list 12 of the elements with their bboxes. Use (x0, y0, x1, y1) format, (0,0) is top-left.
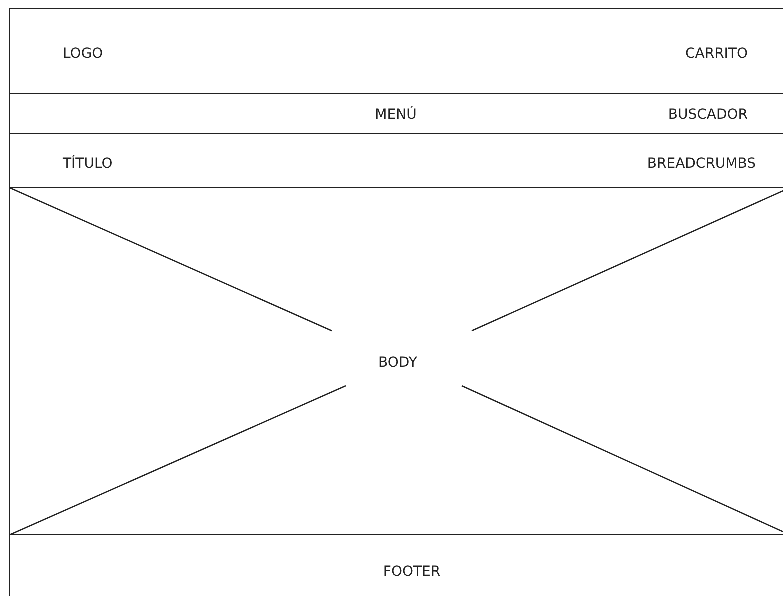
menu-label: MENÚ (375, 107, 417, 123)
body-label: BODY (378, 355, 418, 371)
title-band (9, 133, 783, 187)
footer-label: FOOTER (383, 564, 441, 580)
page-title-label: TÍTULO (63, 156, 113, 172)
footer-band (9, 534, 783, 596)
menu-band (9, 93, 783, 133)
header-band (9, 8, 783, 93)
search-label: BUSCADOR (668, 107, 748, 123)
breadcrumbs-label: BREADCRUMBS (647, 156, 756, 172)
cart-label: CARRITO (685, 46, 748, 62)
header-label: LOGO (63, 46, 104, 62)
